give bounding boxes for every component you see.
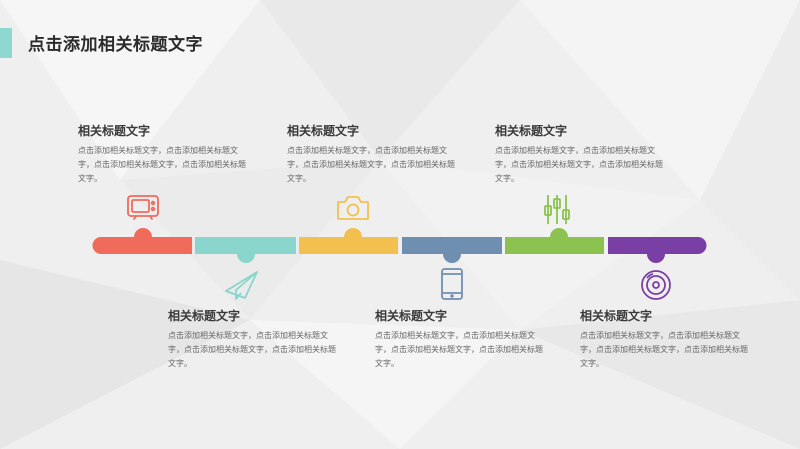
milestone-3: 相关标题文字 点击添加相关标题文字，点击添加相关标题文字，点击添加相关标题文字，… [287, 122, 462, 186]
slide-title: 点击添加相关标题文字 [28, 35, 203, 55]
milestone-4-heading: 相关标题文字 [375, 309, 448, 323]
milestone-6-heading: 相关标题文字 [580, 309, 653, 323]
milestone-2-heading: 相关标题文字 [168, 309, 241, 323]
milestone-4-text: 点击添加相关标题文字，点击添加相关标题文字，点击添加相关标题文字，点击添加相关标… [375, 331, 543, 368]
title-accent-bar [0, 28, 12, 58]
tv-icon [127, 195, 159, 220]
milestone-4: 相关标题文字 点击添加相关标题文字，点击添加相关标题文字，点击添加相关标题文字，… [375, 307, 550, 371]
camera-icon [337, 196, 369, 220]
timeline-knob-3 [344, 228, 362, 246]
timeline-knob-4 [443, 245, 461, 263]
milestone-5: 相关标题文字 点击添加相关标题文字，点击添加相关标题文字，点击添加相关标题文字，… [495, 122, 670, 186]
milestone-6: 相关标题文字 点击添加相关标题文字，点击添加相关标题文字，点击添加相关标题文字，… [580, 307, 755, 371]
paper-plane-icon [225, 271, 258, 300]
timeline-knob-1 [134, 228, 152, 246]
equalizer-icon [544, 195, 570, 224]
milestone-2-text: 点击添加相关标题文字，点击添加相关标题文字，点击添加相关标题文字，点击添加相关标… [168, 331, 336, 368]
milestone-1-heading: 相关标题文字 [78, 124, 151, 138]
timeline-segment-5 [505, 237, 604, 254]
milestone-3-text: 点击添加相关标题文字，点击添加相关标题文字，点击添加相关标题文字，点击添加相关标… [287, 146, 455, 183]
timeline-segment-3 [299, 237, 398, 254]
milestone-5-heading: 相关标题文字 [495, 124, 568, 138]
vinyl-record-icon [641, 270, 671, 300]
milestone-1-text: 点击添加相关标题文字，点击添加相关标题文字，点击添加相关标题文字，点击添加相关标… [78, 146, 246, 183]
timeline-knob-2 [237, 245, 255, 263]
milestone-3-heading: 相关标题文字 [287, 124, 360, 138]
milestone-5-text: 点击添加相关标题文字，点击添加相关标题文字，点击添加相关标题文字，点击添加相关标… [495, 146, 663, 183]
milestone-2: 相关标题文字 点击添加相关标题文字，点击添加相关标题文字，点击添加相关标题文字，… [168, 307, 343, 371]
phone-icon [441, 268, 463, 300]
milestone-6-text: 点击添加相关标题文字，点击添加相关标题文字，点击添加相关标题文字，点击添加相关标… [580, 331, 748, 368]
timeline-knob-6 [647, 245, 665, 263]
milestone-1: 相关标题文字 点击添加相关标题文字，点击添加相关标题文字，点击添加相关标题文字，… [78, 122, 253, 186]
timeline-segments [92, 237, 707, 254]
timeline-knob-5 [550, 228, 568, 246]
